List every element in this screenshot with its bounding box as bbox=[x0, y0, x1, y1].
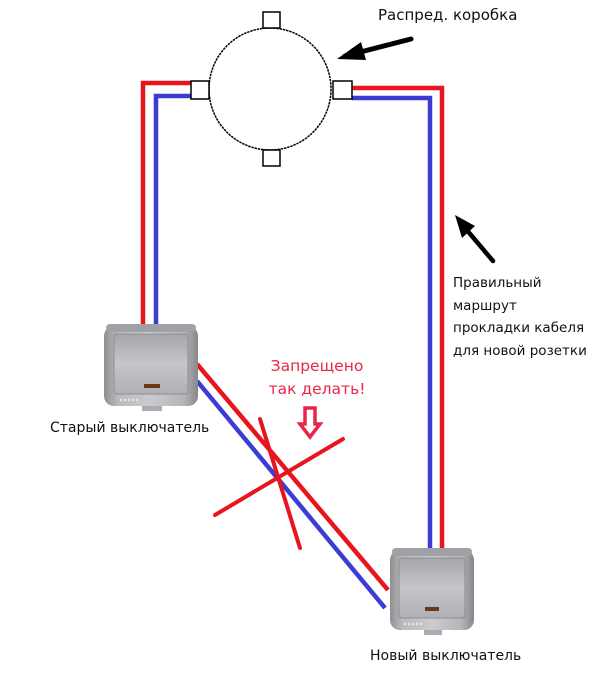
new-switch-icon bbox=[390, 548, 474, 635]
forbidden-line: Запрещено bbox=[270, 357, 364, 375]
arrow-to-correct-route-icon bbox=[455, 215, 496, 264]
terminal-bottom bbox=[262, 149, 281, 167]
wire-pair-box-to-old-switch bbox=[140, 80, 193, 326]
down-arrow-icon bbox=[296, 406, 324, 440]
phase-wire bbox=[352, 85, 445, 548]
neutral-wire bbox=[195, 379, 387, 610]
junction-box bbox=[190, 11, 353, 167]
terminal-right bbox=[332, 80, 353, 100]
junction-box-circle bbox=[208, 27, 332, 151]
phase-wire bbox=[195, 362, 390, 592]
arrow-to-junction-box-icon bbox=[337, 36, 414, 60]
wire-pair-box-to-new-switch bbox=[352, 85, 445, 548]
old-switch-label: Старый выключатель bbox=[50, 420, 210, 436]
correct-route-line: Правильный bbox=[453, 275, 542, 291]
terminal-left bbox=[190, 80, 210, 100]
forbidden-label: Запрещено так делать! bbox=[262, 355, 372, 401]
forbidden-line: так делать! bbox=[268, 380, 366, 398]
neutral-wire bbox=[153, 93, 193, 326]
cross-mark-icon bbox=[213, 417, 345, 550]
neutral-wire bbox=[352, 95, 433, 548]
correct-route-line: маршрут bbox=[453, 297, 517, 314]
phase-wire bbox=[140, 80, 193, 326]
wire-pair-forbidden-diagonal bbox=[195, 362, 390, 610]
new-switch-label: Новый выключатель bbox=[370, 648, 522, 664]
junction-box-label: Распред. коробка bbox=[378, 6, 518, 24]
correct-route-label: Правильный маршрут прокладки кабеля для … bbox=[453, 272, 613, 362]
old-switch-icon bbox=[104, 324, 198, 411]
correct-route-line: для новой розетки bbox=[453, 342, 587, 359]
correct-route-line: прокладки кабеля bbox=[453, 320, 585, 336]
terminal-top bbox=[262, 11, 281, 29]
